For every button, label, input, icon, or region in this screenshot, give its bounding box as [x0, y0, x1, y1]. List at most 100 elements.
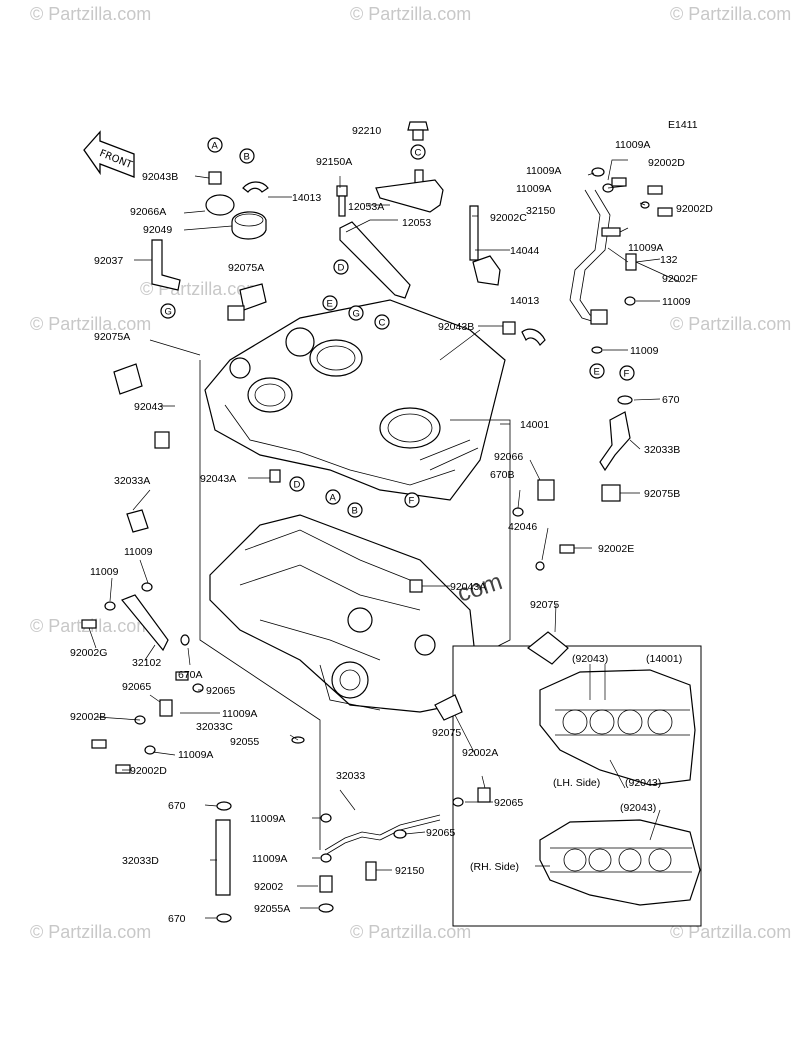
- inset-label: (LH. Side): [553, 777, 600, 789]
- part-label-92065-a[interactable]: 92065: [122, 681, 151, 693]
- svg-text:C: C: [415, 148, 422, 159]
- part-label-92065-b[interactable]: 92065: [206, 685, 235, 697]
- part-label-92043-a[interactable]: 92043: [134, 401, 163, 413]
- part-label-11009A-g[interactable]: 11009A: [615, 139, 650, 151]
- callout-circle: G: [348, 305, 364, 321]
- part-label-92002D-a[interactable]: 92002D: [130, 765, 167, 777]
- inset-label: (92043): [572, 653, 608, 665]
- part-label-92002G[interactable]: 92002G: [70, 647, 107, 659]
- part-label-92043A-a[interactable]: 92043A: [200, 473, 236, 485]
- inset-label: (92043): [625, 777, 661, 789]
- part-label-670-b[interactable]: 670: [168, 913, 186, 925]
- part-label-42046[interactable]: 42046: [508, 521, 537, 533]
- callout-circle: E: [589, 363, 605, 379]
- part-labels: 9221092043B92150A1401392066A9204912053A1…: [70, 125, 713, 925]
- watermark: © Partzilla.com: [670, 922, 791, 942]
- part-label-92210[interactable]: 92210: [352, 125, 381, 137]
- part-label-32033C[interactable]: 32033C: [196, 721, 233, 733]
- part-label-92043A-b[interactable]: 92043A: [450, 581, 486, 593]
- lower-crankcase: [209, 514, 481, 713]
- part-label-92055[interactable]: 92055: [230, 736, 259, 748]
- svg-text:E: E: [594, 367, 600, 378]
- svg-text:G: G: [165, 307, 172, 318]
- part-label-92002E[interactable]: 92002E: [598, 543, 634, 555]
- callout-circle: B: [347, 502, 363, 518]
- part-label-132[interactable]: 132: [660, 254, 678, 266]
- part-label-11009-a[interactable]: 11009: [124, 546, 153, 558]
- part-label-670A[interactable]: 670A: [178, 669, 203, 681]
- part-label-92150A[interactable]: 92150A: [316, 156, 352, 168]
- part-label-11009A-b[interactable]: 11009A: [178, 749, 213, 761]
- part-label-92065-c[interactable]: 92065: [494, 797, 523, 809]
- part-label-11009A-d[interactable]: 11009A: [252, 853, 287, 865]
- part-label-92075B[interactable]: 92075B: [644, 488, 680, 500]
- part-label-92002A[interactable]: 92002A: [462, 747, 498, 759]
- part-label-32150[interactable]: 32150: [526, 205, 555, 217]
- callout-circle: F: [619, 365, 635, 381]
- part-label-32033B[interactable]: 32033B: [644, 444, 680, 456]
- part-label-92002F[interactable]: 92002F: [662, 273, 698, 285]
- part-label-11009-b[interactable]: 11009: [90, 566, 119, 578]
- part-label-670-a[interactable]: 670: [168, 800, 186, 812]
- part-label-11009A-e[interactable]: 11009A: [526, 165, 561, 177]
- part-label-12053[interactable]: 12053: [402, 217, 431, 229]
- part-label-92075A-a[interactable]: 92075A: [228, 262, 264, 274]
- part-label-11009A-f[interactable]: 11009A: [516, 183, 551, 195]
- part-label-11009A-a[interactable]: 11009A: [222, 708, 257, 720]
- watermark: © Partzilla.com: [670, 4, 791, 24]
- svg-text:A: A: [330, 493, 337, 504]
- part-label-32033D[interactable]: 32033D: [122, 855, 159, 867]
- callout-circle: C: [374, 314, 390, 330]
- part-label-32102[interactable]: 32102: [132, 657, 161, 669]
- callout-circle: B: [239, 148, 255, 164]
- part-label-14044[interactable]: 14044: [510, 245, 539, 257]
- part-label-92043B-b[interactable]: 92043B: [438, 321, 474, 333]
- callout-circle: D: [289, 476, 305, 492]
- part-label-12053A[interactable]: 12053A: [348, 201, 384, 213]
- watermark: © Partzilla.com: [670, 314, 791, 334]
- part-label-92002[interactable]: 92002: [254, 881, 283, 893]
- watermark: © Partzilla.com: [350, 922, 471, 942]
- part-label-92043B-a[interactable]: 92043B: [142, 171, 178, 183]
- part-label-92066[interactable]: 92066: [494, 451, 523, 463]
- front-arrow-icon: FRONT: [83, 130, 135, 178]
- part-label-14013-b[interactable]: 14013: [510, 295, 539, 307]
- part-label-92075-b[interactable]: 92075: [432, 727, 461, 739]
- part-label-670B[interactable]: 670B: [490, 469, 515, 481]
- part-label-11009A-h[interactable]: 11009A: [628, 242, 663, 254]
- part-label-32033[interactable]: 32033: [336, 770, 365, 782]
- part-label-92002D-b[interactable]: 92002D: [648, 157, 685, 169]
- svg-text:D: D: [294, 480, 301, 491]
- part-label-92066A[interactable]: 92066A: [130, 206, 166, 218]
- callout-circle: E: [322, 295, 338, 311]
- part-label-92065-d[interactable]: 92065: [426, 827, 455, 839]
- watermark: © Partzilla.com: [30, 922, 151, 942]
- svg-text:B: B: [352, 506, 358, 517]
- part-label-92037[interactable]: 92037: [94, 255, 123, 267]
- callout-layer: A B C D G E G C D A B F E F: [160, 137, 635, 518]
- part-label-92002B[interactable]: 92002B: [70, 711, 106, 723]
- watermark: © Partzilla.com: [350, 4, 471, 24]
- part-label-11009A-c[interactable]: 11009A: [250, 813, 285, 825]
- part-label-14001[interactable]: 14001: [520, 419, 549, 431]
- svg-text:A: A: [212, 141, 219, 152]
- part-label-92002C[interactable]: 92002C: [490, 212, 527, 224]
- inset-label: (92043): [620, 802, 656, 814]
- part-label-92075A-b[interactable]: 92075A: [94, 331, 130, 343]
- part-label-14013-a[interactable]: 14013: [292, 192, 321, 204]
- part-label-92055A[interactable]: 92055A: [254, 903, 290, 915]
- svg-text:F: F: [409, 496, 415, 507]
- part-label-11009-d[interactable]: 11009: [630, 345, 659, 357]
- callout-circle: A: [207, 137, 223, 153]
- part-label-92049[interactable]: 92049: [143, 224, 172, 236]
- svg-text:C: C: [379, 318, 386, 329]
- part-label-92075-a[interactable]: 92075: [530, 599, 559, 611]
- part-label-670[interactable]: 670: [662, 394, 680, 406]
- part-label-92150[interactable]: 92150: [395, 865, 424, 877]
- part-label-11009-c[interactable]: 11009: [662, 296, 691, 308]
- part-label-32033A[interactable]: 32033A: [114, 475, 150, 487]
- watermark: © Partzilla.com: [30, 314, 151, 334]
- part-label-92002D-c[interactable]: 92002D: [676, 203, 713, 215]
